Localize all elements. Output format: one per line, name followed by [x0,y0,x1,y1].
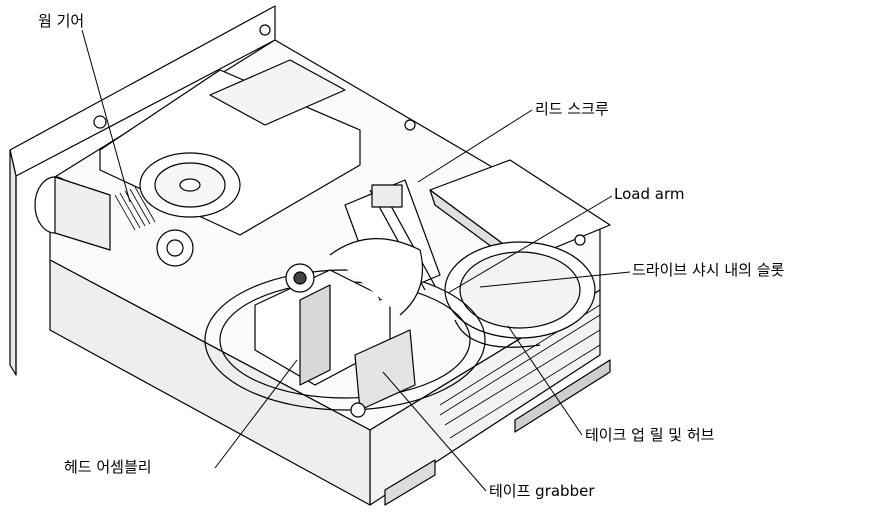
label-worm-gear: 웜 기어 [36,12,87,30]
drive-chassis [9,5,611,506]
label-tape-grabber: 테이프 grabber [487,482,597,500]
label-head-assembly: 헤드 어셈블리 [62,458,154,476]
label-takeup-reel-hub: 테이크 업 릴 및 허브 [583,426,717,444]
label-load-arm: Load arm [612,185,687,203]
label-chassis-slot: 드라이브 샤시 내의 슬롯 [630,261,787,279]
label-lead-screw: 리드 스크루 [533,100,611,118]
leader-lines [81,29,631,492]
